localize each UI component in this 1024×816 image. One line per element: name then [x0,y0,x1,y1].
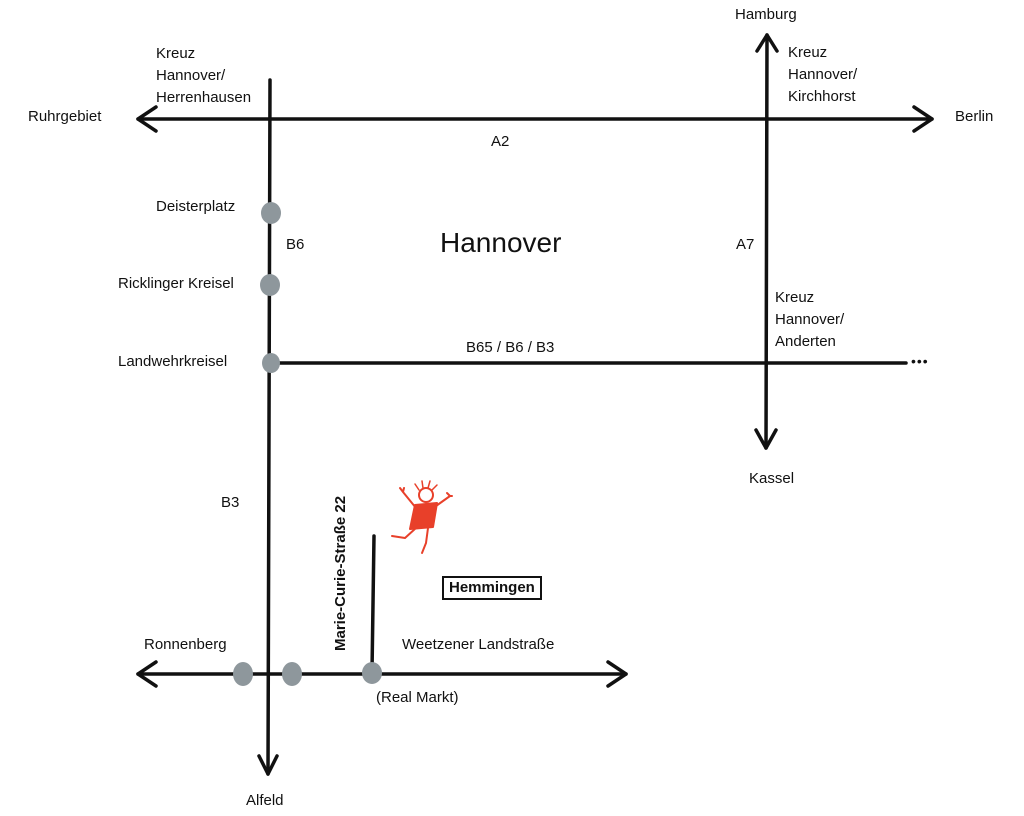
junction-ricklinger-kreisel [260,274,280,296]
road-label-b6: B6 [286,236,305,253]
interchange-anderten-line: Hannover/ [775,311,845,328]
marie-curie-road [370,534,376,674]
junction-label-landwehr: Landwehrkreisel [118,353,228,370]
interchange-anderten: Kreuz Hannover/ Anderten [775,287,844,353]
road-label-a2: A2 [491,133,510,150]
destination-street: Marie-Curie-Straße 22 [332,495,349,651]
interchange-kirchhorst: Kreuz Hannover/ Kirchhorst [788,42,857,108]
interchange-anderten-line: Anderten [775,333,836,350]
arrow-south-icon [257,754,279,776]
destination-ronnenberg: Ronnenberg [144,636,227,653]
junction-landwehrkreisel [262,353,280,373]
destination-hamburg: Hamburg [735,6,797,23]
interchange-herrenhausen-line: Kreuz [156,45,196,62]
arrow-north-icon [755,33,779,53]
b6-b3-road [266,78,272,776]
interchange-kirchhorst-line: Hannover/ [788,66,858,83]
interchange-herrenhausen: Kreuz Hannover/ Herrenhausen [156,43,251,109]
junction-b3-weetzener [282,662,302,686]
road-label-b3: B3 [221,494,240,511]
junction-label-ricklinger: Ricklinger Kreisel [118,275,234,292]
destination-ruhrgebiet: Ruhrgebiet [28,108,102,125]
interchange-herrenhausen-line: Herrenhausen [156,89,252,106]
destination-alfeld: Alfeld [246,792,284,809]
destination-berlin: Berlin [955,108,994,125]
a7-road [764,33,769,450]
junction-label-deisterplatz: Deisterplatz [156,198,236,215]
mascot-icon [391,480,453,554]
city-label: Hannover [440,227,562,258]
interchange-herrenhausen-line: Hannover/ [156,67,226,84]
road-label-weetzener: Weetzener Landstraße [402,636,555,653]
junction-ronnenberg [233,662,253,686]
junction-real-markt [362,662,382,684]
road-label-a7: A7 [736,236,755,253]
destination-kassel: Kassel [749,470,795,487]
arrow-west-icon [136,105,158,133]
arrow-east-weetzener-icon [606,660,628,688]
interchange-kirchhorst-line: Kirchhorst [788,88,856,105]
junction-label-real-markt: (Real Markt) [376,689,459,706]
road-continuation-dots: ••• [911,353,929,369]
junction-deisterplatz [261,202,281,224]
interchange-anderten-line: Kreuz [775,289,815,306]
arrow-east-icon [912,105,934,133]
arrow-south-east-icon [754,428,778,450]
road-label-b65: B65 / B6 / B3 [466,339,555,356]
arrow-south-west-icon [136,660,158,688]
destination-town: Hemmingen [442,576,542,600]
interchange-kirchhorst-line: Kreuz [788,44,828,61]
